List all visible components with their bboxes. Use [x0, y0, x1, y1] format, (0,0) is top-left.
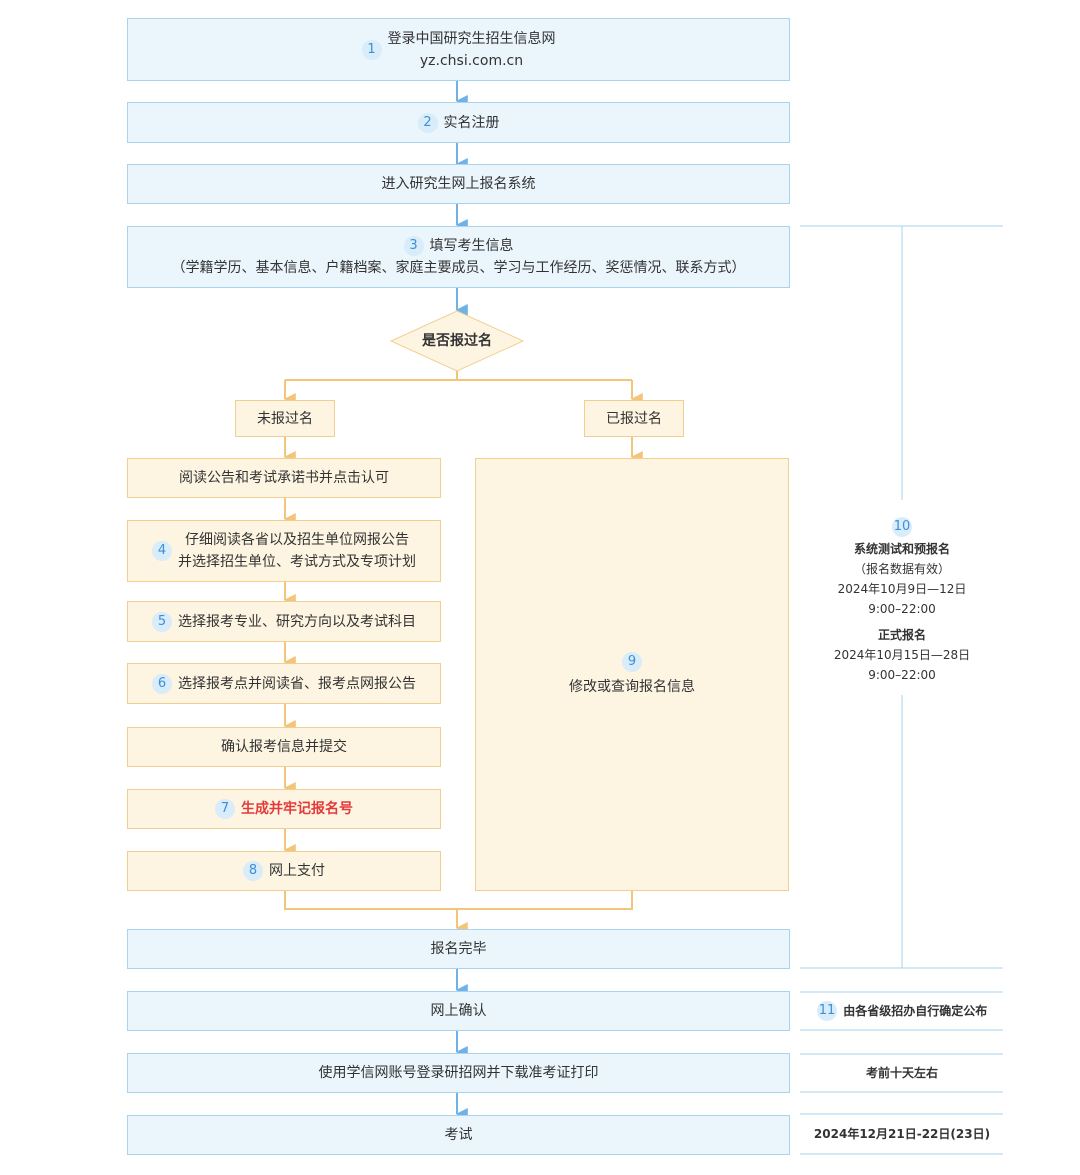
step-generate-number-label: 生成并牢记报名号 [241, 801, 353, 817]
step-number-badge: 3 [403, 236, 424, 256]
step-enter-system-label: 进入研究生网上报名系统 [381, 176, 536, 192]
side-confirm-note: 11 由各省级招办自行确定公布 [804, 1001, 1000, 1021]
branch-not-registered: 未报过名 [235, 400, 335, 437]
side-confirm-note-label: 由各省级招办自行确定公布 [843, 1004, 988, 1018]
step-number-badge: 4 [152, 541, 172, 561]
step-number-badge: 9 [622, 651, 642, 672]
step-select-major: 5 选择报考专业、研究方向以及考试科目 [127, 601, 441, 642]
step-print-ticket-label: 使用学信网账号登录研招网并下载准考证打印 [318, 1065, 599, 1081]
step-pay-online-label: 网上支付 [269, 863, 325, 879]
step-online-confirm-label: 网上确认 [430, 1003, 487, 1019]
side-exam-date-label: 2024年12月21日-22日(23日) [813, 1127, 991, 1141]
step-confirm-submit-label: 确认报考信息并提交 [221, 739, 347, 755]
pre-registration-note: （报名数据有效） [853, 562, 950, 576]
pre-registration-date: 2024年10月9日—12日 [837, 582, 967, 596]
side-print-note: 考前十天左右 [804, 1063, 1000, 1083]
step-complete: 报名完毕 [127, 929, 790, 969]
step-number-badge: 8 [243, 861, 263, 881]
step-select-major-label: 选择报考专业、研究方向以及考试科目 [178, 613, 416, 630]
step-select-unit-line1: 仔细阅读各省以及招生单位网报公告 [185, 532, 409, 548]
step-login-title: 登录中国研究生招生信息网 [387, 30, 556, 47]
step-select-site-label: 选择报考点并阅读省、报考点网报公告 [178, 675, 416, 692]
decision-label: 是否报过名 [422, 333, 492, 349]
step-generate-number: 7 生成并牢记报名号 [127, 789, 441, 829]
step-fill-info: 3 填写考生信息 （学籍学历、基本信息、户籍档案、家庭主要成员、学习与工作经历、… [127, 226, 790, 288]
step-fill-info-title: 填写考生信息 [429, 238, 514, 254]
branch-not-registered-label: 未报过名 [257, 410, 313, 427]
formal-registration-date: 2024年10月15日—28日 [833, 648, 971, 662]
formal-registration-time: 9:00–22:00 [868, 668, 936, 682]
step-online-confirm: 网上确认 [127, 991, 790, 1031]
step-login: 1 登录中国研究生招生信息网 yz.chsi.com.cn [127, 18, 790, 81]
step-select-unit-line2: 并选择招生单位、考试方式及专项计划 [178, 554, 416, 570]
step-complete-label: 报名完毕 [430, 941, 487, 957]
step-select-site: 6 选择报考点并阅读省、报考点网报公告 [127, 663, 441, 704]
step-read-notice-label: 阅读公告和考试承诺书并点击认可 [179, 470, 389, 486]
step-exam-label: 考试 [444, 1127, 473, 1143]
step-exam: 考试 [127, 1115, 790, 1155]
step-number-badge: 2 [417, 112, 438, 133]
branch-registered-label: 已报过名 [606, 410, 662, 427]
side-print-note-label: 考前十天左右 [865, 1066, 938, 1080]
branch-registered: 已报过名 [584, 400, 684, 437]
step-number-badge: 1 [361, 39, 382, 60]
step-number-badge: 5 [152, 611, 172, 632]
step-read-notice: 阅读公告和考试承诺书并点击认可 [127, 458, 441, 498]
formal-registration-title: 正式报名 [877, 628, 926, 642]
step-print-ticket: 使用学信网账号登录研招网并下载准考证打印 [127, 1053, 790, 1093]
step-select-unit: 4 仔细阅读各省以及招生单位网报公告 并选择招生单位、考试方式及专项计划 [127, 520, 441, 582]
pre-registration-time: 9:00–22:00 [868, 602, 936, 616]
step-modify-query: 9 修改或查询报名信息 [475, 458, 789, 891]
step-confirm-submit: 确认报考信息并提交 [127, 727, 441, 767]
merge-line [284, 891, 633, 910]
step-register-label: 实名注册 [443, 114, 500, 131]
step-register: 2 实名注册 [127, 102, 790, 143]
step-number-badge: 11 [816, 1001, 838, 1021]
side-exam-date: 2024年12月21日-22日(23日) [804, 1124, 1000, 1144]
step-modify-query-label: 修改或查询报名信息 [569, 678, 695, 695]
step-fill-info-detail: （学籍学历、基本信息、户籍档案、家庭主要成员、学习与工作经历、奖惩情况、联系方式… [171, 260, 746, 276]
pre-registration-title: 系统测试和预报名 [853, 542, 950, 556]
step-number-badge: 7 [215, 799, 235, 819]
side-registration-period: 10 系统测试和预报名 （报名数据有效） 2024年10月9日—12日 9:00… [812, 517, 992, 685]
step-number-badge: 6 [152, 673, 172, 694]
step-number-badge: 10 [891, 517, 913, 537]
step-login-url[interactable]: yz.chsi.com.cn [419, 52, 524, 69]
step-enter-system: 进入研究生网上报名系统 [127, 164, 790, 204]
step-pay-online: 8 网上支付 [127, 851, 441, 891]
